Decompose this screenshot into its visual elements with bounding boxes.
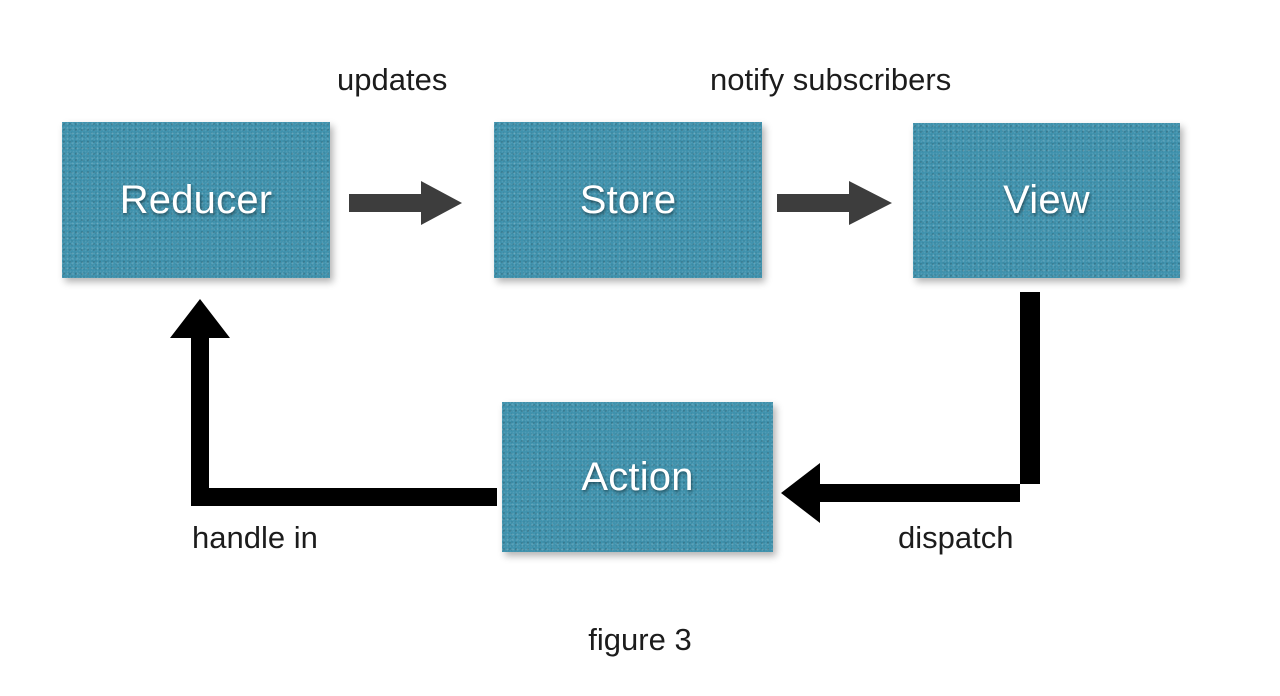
figure-caption: figure 3 [588, 622, 692, 657]
node-store[interactable]: Store [494, 122, 762, 278]
edge-label-updates: updates [337, 62, 448, 97]
edge-label-dispatch: dispatch [898, 520, 1014, 555]
node-reducer-label: Reducer [119, 177, 273, 222]
node-action[interactable]: Action [502, 402, 773, 552]
arrow-reducer-to-store [349, 181, 462, 225]
node-action-label: Action [581, 454, 694, 499]
edge-label-notify-subscribers: notify subscribers [710, 62, 952, 97]
arrow-view-to-action [781, 292, 1040, 523]
node-view-label: View [1003, 178, 1090, 222]
arrow-store-to-view [777, 181, 892, 225]
arrow-action-to-reducer [170, 299, 497, 506]
edge-label-handle-in: handle in [192, 520, 318, 555]
node-store-label: Store [579, 177, 677, 222]
node-view[interactable]: View [913, 123, 1180, 278]
node-reducer[interactable]: Reducer [62, 122, 330, 278]
